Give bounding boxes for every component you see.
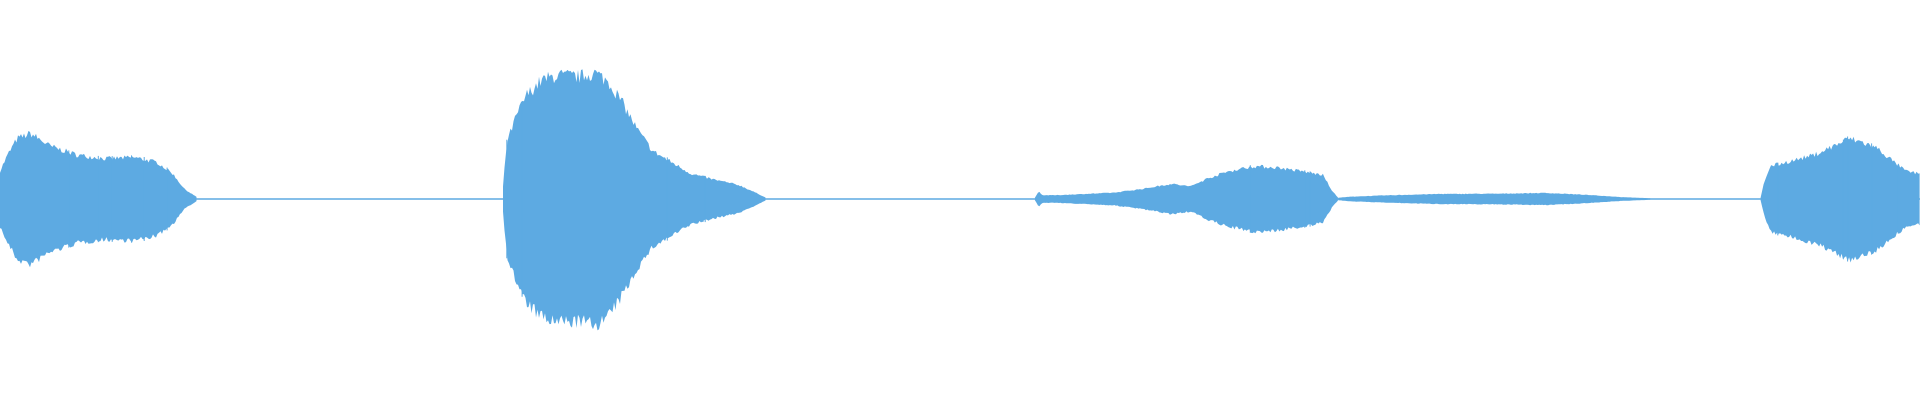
waveform-segment-3 [1034,164,1338,234]
waveform-segment-4 [1338,192,1651,206]
waveform-segments [0,69,1920,331]
waveform-segment-2 [503,69,766,331]
waveform-segment-5 [1760,136,1920,263]
